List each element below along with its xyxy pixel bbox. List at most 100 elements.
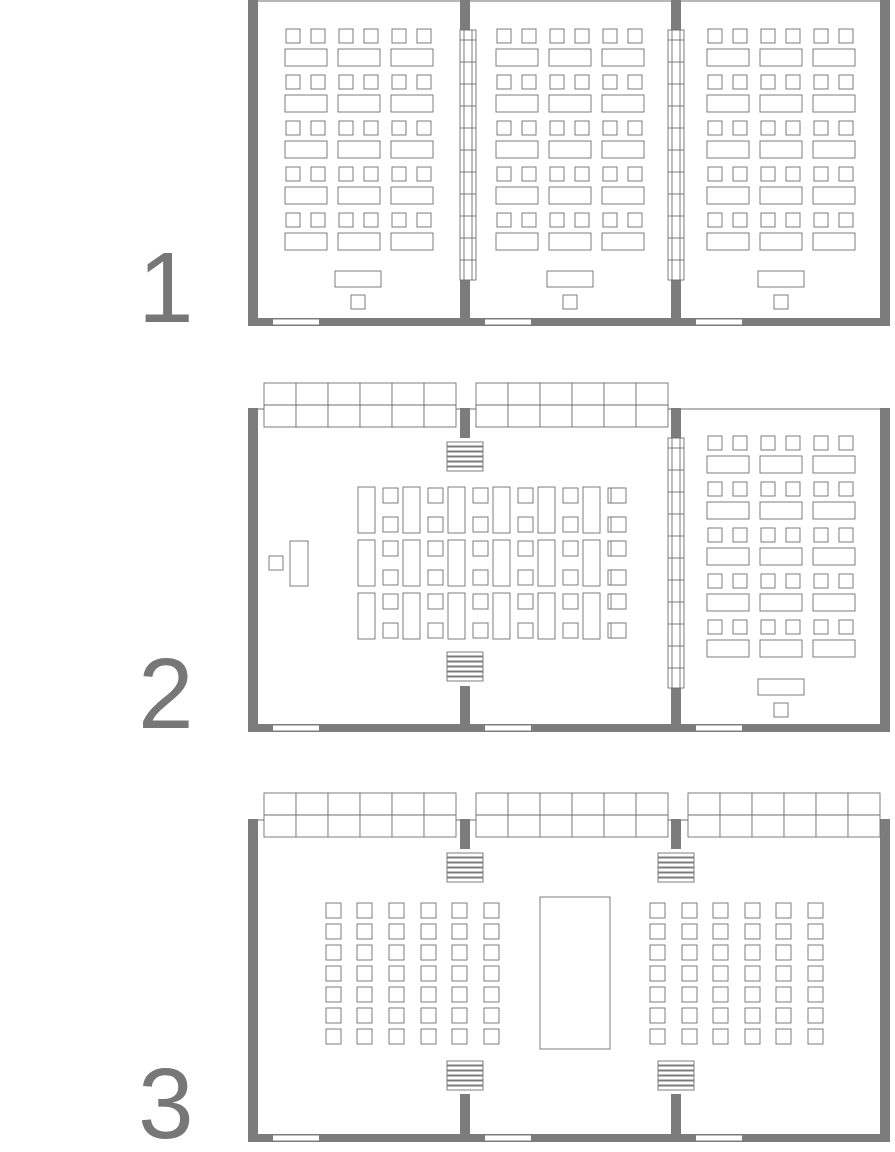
chair bbox=[838, 619, 854, 635]
chair bbox=[760, 74, 776, 90]
chair bbox=[363, 166, 379, 182]
student-desk bbox=[548, 48, 592, 67]
partition-wall bbox=[460, 1094, 470, 1136]
chair bbox=[420, 1007, 437, 1024]
chair bbox=[838, 74, 854, 90]
student-desk bbox=[601, 94, 645, 113]
chair bbox=[388, 1028, 405, 1045]
chair bbox=[649, 944, 666, 961]
wall-left bbox=[248, 408, 258, 732]
chair bbox=[285, 74, 301, 90]
student-desk bbox=[812, 48, 856, 67]
chair bbox=[807, 965, 824, 982]
stacked-panel bbox=[446, 872, 484, 878]
teacher-desk bbox=[546, 270, 594, 288]
partition-wall bbox=[460, 408, 470, 438]
chair bbox=[338, 28, 354, 44]
teacher-chair bbox=[773, 294, 789, 310]
chair bbox=[732, 166, 748, 182]
chair bbox=[707, 573, 723, 589]
teacher-desk bbox=[757, 270, 805, 288]
chair bbox=[472, 622, 489, 639]
chair bbox=[472, 487, 489, 504]
chair bbox=[382, 487, 399, 504]
chair bbox=[562, 540, 579, 557]
chair bbox=[562, 569, 579, 586]
chair bbox=[813, 166, 829, 182]
chair bbox=[760, 120, 776, 136]
wall-right bbox=[880, 819, 890, 1142]
chair bbox=[610, 540, 627, 557]
desk-pair bbox=[402, 592, 421, 640]
chair bbox=[420, 923, 437, 940]
chair bbox=[681, 986, 698, 1003]
stacked-panel bbox=[446, 651, 484, 657]
chair bbox=[325, 944, 342, 961]
chair bbox=[602, 74, 618, 90]
stacked-panel bbox=[446, 877, 484, 883]
chair bbox=[517, 622, 534, 639]
chair bbox=[356, 902, 373, 919]
chair bbox=[517, 569, 534, 586]
chair bbox=[785, 619, 801, 635]
chair bbox=[681, 902, 698, 919]
door-3 bbox=[696, 725, 742, 731]
chair bbox=[649, 965, 666, 982]
chair bbox=[388, 923, 405, 940]
chair bbox=[785, 120, 801, 136]
chair bbox=[416, 120, 432, 136]
chair bbox=[732, 619, 748, 635]
stacked-panel bbox=[657, 1070, 695, 1076]
student-desk bbox=[812, 186, 856, 205]
chair bbox=[391, 212, 407, 228]
chair bbox=[388, 986, 405, 1003]
student-desk bbox=[706, 140, 750, 159]
student-desk bbox=[548, 94, 592, 113]
student-desk bbox=[706, 186, 750, 205]
plan-1 bbox=[248, 0, 890, 326]
stacked-panel bbox=[446, 441, 484, 447]
chair bbox=[416, 28, 432, 44]
chair bbox=[382, 593, 399, 610]
chair bbox=[388, 944, 405, 961]
wall-bottom bbox=[248, 318, 890, 326]
stacked-panel bbox=[446, 451, 484, 457]
chair bbox=[285, 120, 301, 136]
chair bbox=[356, 986, 373, 1003]
chair bbox=[712, 944, 729, 961]
stacked-panel bbox=[446, 671, 484, 677]
chair bbox=[574, 120, 590, 136]
chair bbox=[732, 573, 748, 589]
stacked-panel bbox=[446, 456, 484, 462]
chair bbox=[325, 965, 342, 982]
chair bbox=[472, 540, 489, 557]
desk-pair bbox=[402, 486, 421, 534]
chair bbox=[744, 944, 761, 961]
chair bbox=[775, 986, 792, 1003]
wall-bottom bbox=[248, 1134, 890, 1142]
student-desk bbox=[812, 501, 856, 520]
partition-wall bbox=[671, 686, 681, 726]
student-desk bbox=[812, 455, 856, 474]
student-desk bbox=[759, 186, 803, 205]
chair bbox=[707, 619, 723, 635]
chair bbox=[325, 1007, 342, 1024]
chair bbox=[838, 166, 854, 182]
stacked-panel bbox=[446, 466, 484, 472]
chair bbox=[325, 923, 342, 940]
chair bbox=[388, 1007, 405, 1024]
teacher-chair bbox=[562, 294, 578, 310]
stacked-panel bbox=[446, 1070, 484, 1076]
chair bbox=[610, 593, 627, 610]
student-desk bbox=[548, 232, 592, 251]
desk-pair bbox=[582, 486, 601, 534]
plan-1-label: 1 bbox=[138, 232, 194, 344]
chair bbox=[338, 120, 354, 136]
chair bbox=[483, 944, 500, 961]
chair bbox=[707, 28, 723, 44]
wall-right bbox=[880, 408, 890, 732]
teacher-chair bbox=[773, 702, 789, 718]
chair bbox=[356, 1028, 373, 1045]
student-desk bbox=[601, 140, 645, 159]
chair bbox=[562, 622, 579, 639]
